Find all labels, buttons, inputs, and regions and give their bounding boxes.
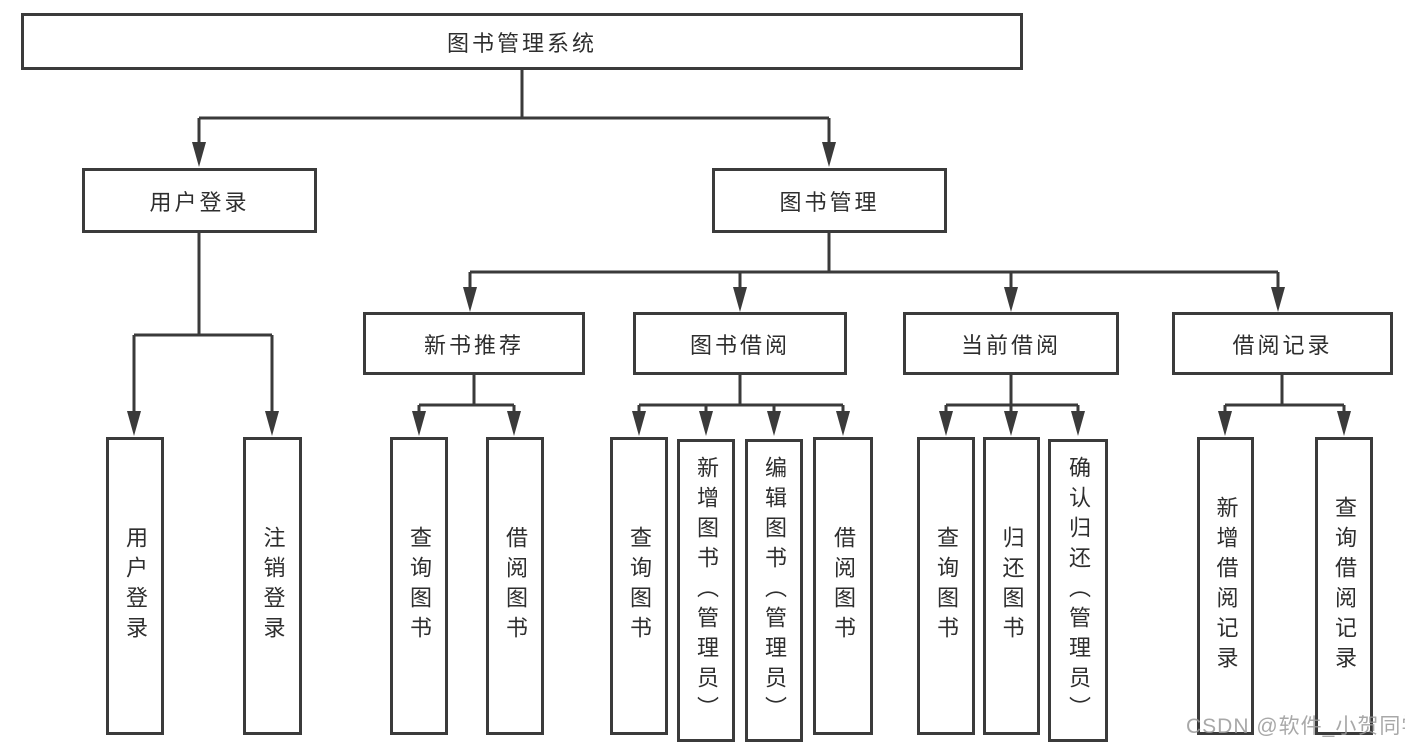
node-cb-return-books-label: 归还图书 — [999, 526, 1025, 646]
node-book-borrow-label: 图书借阅 — [689, 332, 790, 358]
node-bb-edit-books-admin: 编辑图书（管理员） — [745, 439, 803, 742]
node-cb-return-books: 归还图书 — [983, 437, 1040, 735]
node-br-query-record: 查询借阅记录 — [1315, 437, 1373, 735]
node-cb-confirm-return-admin-label: 确认归还（管理员） — [1066, 455, 1091, 726]
node-book-mgmt-branch-label: 图书管理 — [779, 189, 880, 215]
node-user-login-branch: 用户登录 — [82, 168, 317, 233]
node-bb-query-books-label: 查询图书 — [627, 526, 652, 646]
node-borrow-records: 借阅记录 — [1172, 312, 1393, 375]
node-bb-borrow-books: 借阅图书 — [813, 437, 873, 735]
node-user-login-label: 用户登录 — [123, 526, 148, 646]
node-current-borrow-label: 当前借阅 — [960, 332, 1061, 358]
node-book-borrow: 图书借阅 — [633, 312, 847, 375]
node-nb-query-books-label: 查询图书 — [407, 526, 432, 646]
node-new-book-rec-label: 新书推荐 — [423, 332, 524, 358]
node-user-login-branch-label: 用户登录 — [149, 189, 250, 215]
node-logout-label: 注销登录 — [260, 526, 286, 646]
node-bb-add-books-admin-label: 新增图书（管理员） — [694, 455, 719, 726]
node-borrow-records-label: 借阅记录 — [1232, 332, 1333, 358]
node-nb-borrow-books: 借阅图书 — [486, 437, 544, 735]
node-br-add-record-label: 新增借阅记录 — [1213, 496, 1239, 676]
node-user-login: 用户登录 — [106, 437, 164, 735]
node-new-book-rec: 新书推荐 — [363, 312, 585, 375]
node-book-mgmt-branch: 图书管理 — [712, 168, 947, 233]
node-cb-query-books: 查询图书 — [917, 437, 975, 735]
watermark: CSDN @软件_小贺同学 — [1186, 715, 1405, 738]
node-root: 图书管理系统 — [21, 13, 1023, 70]
node-nb-query-books: 查询图书 — [390, 437, 448, 735]
node-br-query-record-label: 查询借阅记录 — [1332, 496, 1357, 676]
node-current-borrow: 当前借阅 — [903, 312, 1119, 375]
node-bb-edit-books-admin-label: 编辑图书（管理员） — [762, 455, 787, 726]
node-logout: 注销登录 — [243, 437, 302, 735]
node-br-add-record: 新增借阅记录 — [1197, 437, 1254, 735]
node-cb-query-books-label: 查询图书 — [934, 526, 959, 646]
node-cb-confirm-return-admin: 确认归还（管理员） — [1048, 439, 1108, 742]
node-bb-add-books-admin: 新增图书（管理员） — [677, 439, 735, 742]
node-nb-borrow-books-label: 借阅图书 — [503, 526, 528, 646]
node-bb-query-books: 查询图书 — [610, 437, 668, 735]
node-bb-borrow-books-label: 借阅图书 — [831, 526, 856, 646]
node-root-label: 图书管理系统 — [446, 30, 597, 56]
